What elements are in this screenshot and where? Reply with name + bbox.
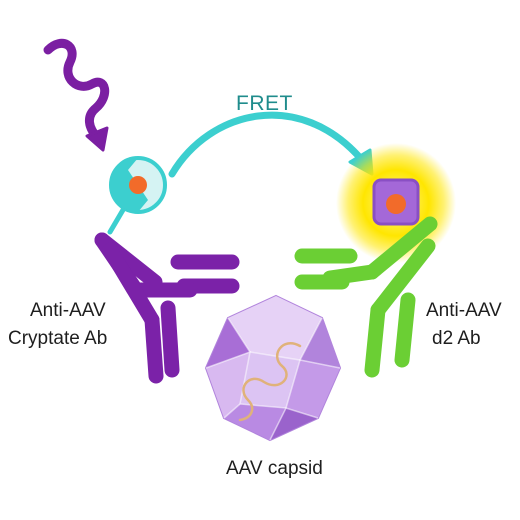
cryptate-donor-icon xyxy=(109,156,167,214)
cryptate-antibody-icon xyxy=(94,232,240,384)
d2-ab-label-line1: Anti-AAV xyxy=(426,300,502,321)
cryptate-ab-label-line1: Anti-AAV xyxy=(30,300,106,321)
d2-acceptor-icon xyxy=(372,178,420,226)
capsid-label: AAV capsid xyxy=(226,458,323,479)
d2-ab-label-line2: d2 Ab xyxy=(432,328,481,349)
d2-antibody-icon xyxy=(294,216,438,378)
excitation-wavy-arrow-icon xyxy=(43,38,110,152)
cryptate-ab-label-line2: Cryptate Ab xyxy=(8,328,107,349)
fret-arrow-icon xyxy=(168,111,374,178)
aav-capsid-icon xyxy=(204,294,342,442)
viral-genome-icon xyxy=(238,342,302,422)
fret-label: FRET xyxy=(236,92,293,115)
